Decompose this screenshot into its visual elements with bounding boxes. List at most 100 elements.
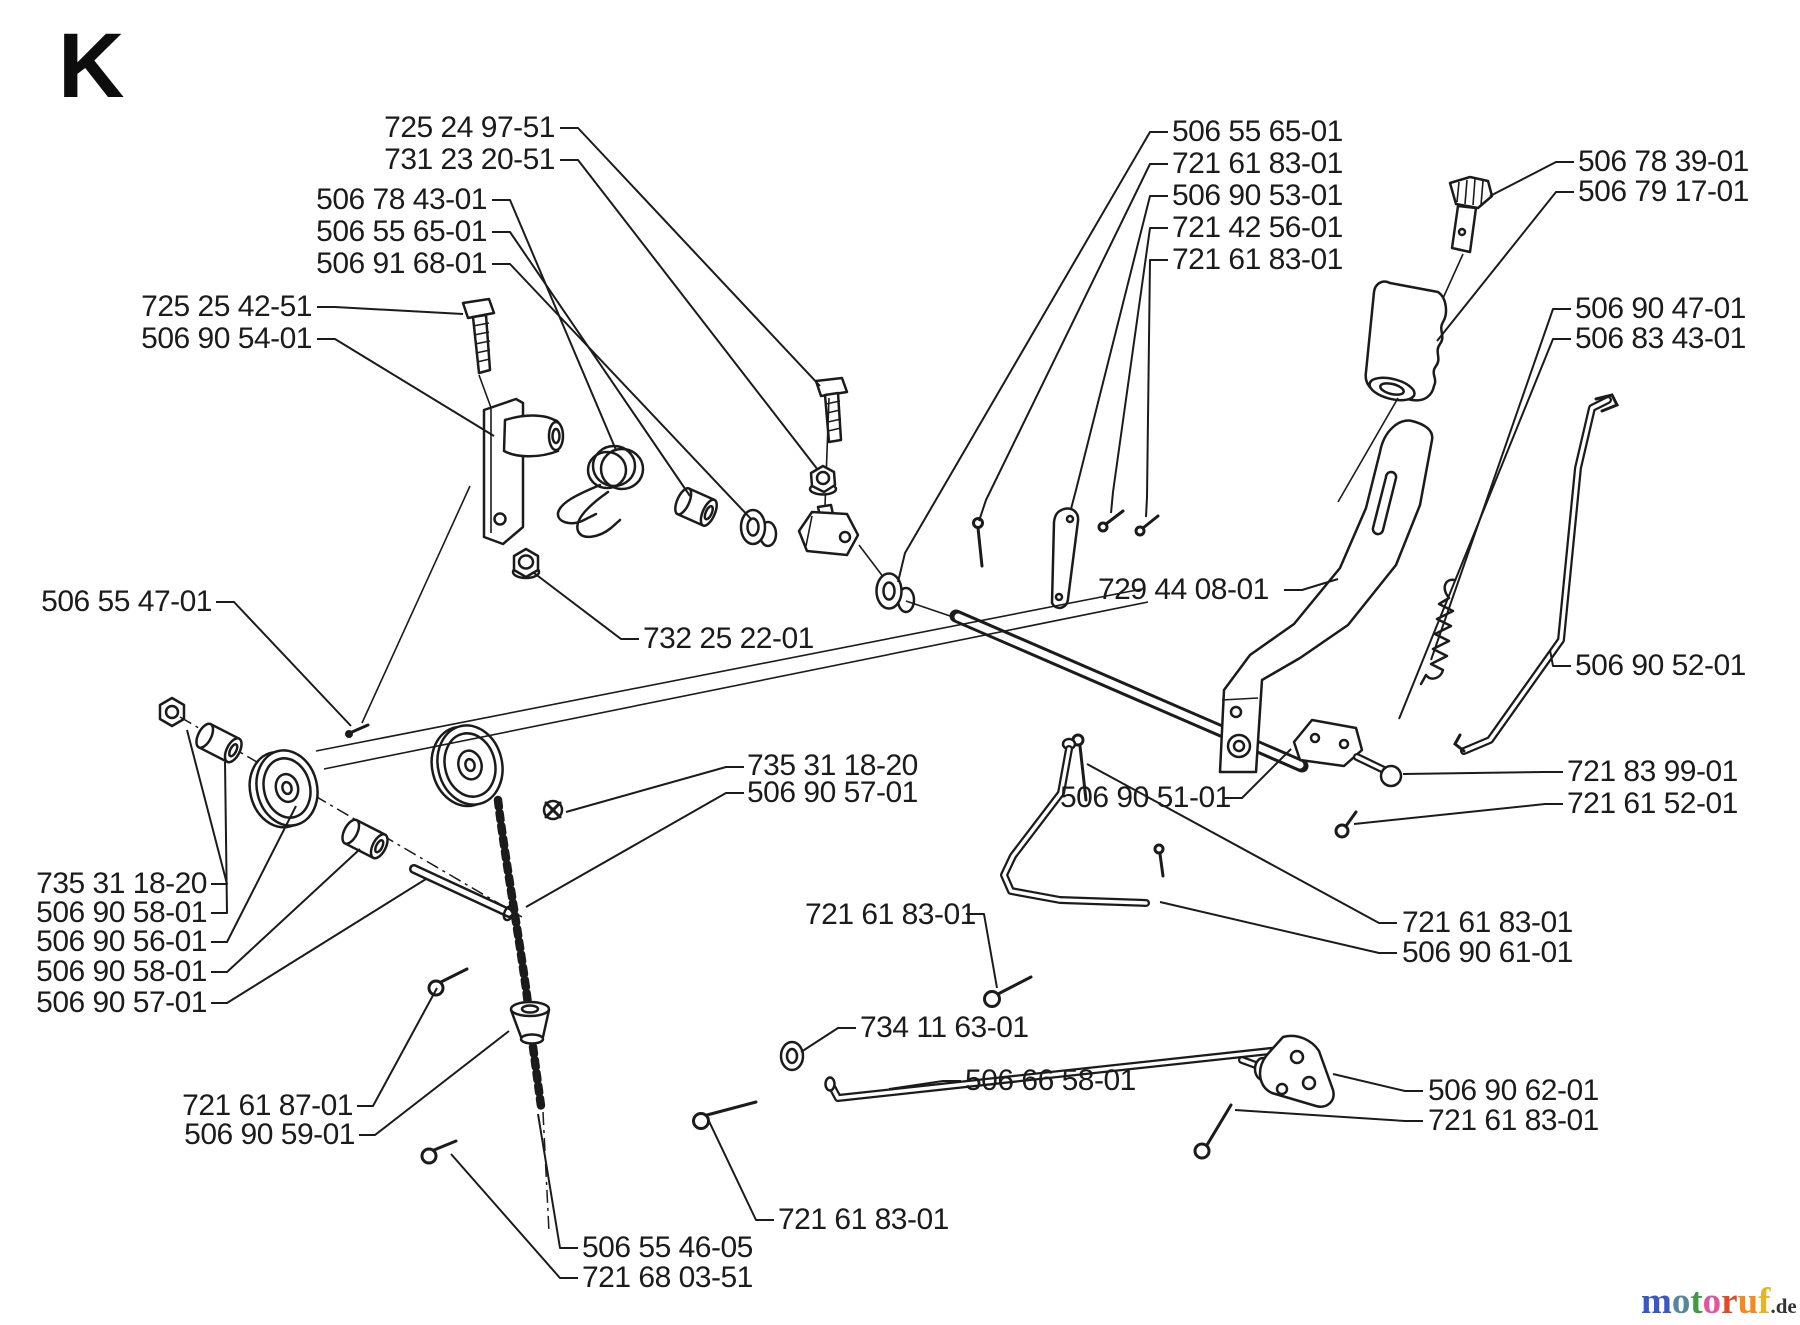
axis-line	[361, 485, 471, 724]
cotter-pin-icon	[427, 967, 469, 997]
part-label: 725 25 42-51	[141, 290, 312, 323]
part-label: 725 24 97-51	[384, 111, 555, 144]
cotter-pin-icon	[692, 1100, 758, 1130]
logo-letter: o	[1672, 1281, 1691, 1322]
part-label: 732 25 22-01	[643, 622, 814, 655]
part-label: 506 90 53-01	[1172, 179, 1343, 212]
logo-letter: u	[1738, 1281, 1759, 1322]
axis-line	[542, 1111, 550, 1233]
part-label: 734 11 63-01	[860, 1011, 1029, 1044]
part-label: 721 61 83-01	[1402, 906, 1573, 939]
flange-nut-icon	[808, 464, 838, 496]
idler-shaft-icon	[409, 864, 516, 922]
part-label: 506 55 47-01	[41, 585, 212, 618]
logo-letter: t	[1690, 1281, 1703, 1322]
mount-bracket-icon	[482, 397, 565, 546]
part-label: 506 90 59-01	[184, 1118, 355, 1151]
part-label: 506 90 57-01	[36, 986, 207, 1019]
triangle-plate-icon	[1238, 1034, 1335, 1108]
part-label: 506 90 57-01	[747, 776, 918, 809]
idler-pulley-icon	[430, 724, 504, 808]
part-label: 506 90 54-01	[141, 322, 312, 355]
section-letter: K	[58, 15, 124, 117]
cotter-pin-icon	[1334, 810, 1358, 839]
part-label: 506 55 46-05	[582, 1231, 753, 1264]
part-label: 506 55 65-01	[316, 215, 487, 248]
part-label: 506 66 58-01	[965, 1064, 1136, 1097]
part-label: 506 90 58-01	[36, 955, 207, 988]
handle-grip-icon	[1337, 280, 1448, 503]
part-label: 721 61 83-01	[1172, 147, 1343, 180]
tension-spring-icon	[1419, 578, 1457, 686]
spacer-icon	[341, 818, 389, 860]
chain-icon	[528, 1042, 546, 1111]
part-label: 731 23 20-51	[384, 143, 555, 176]
part-label: 721 61 83-01	[778, 1203, 949, 1236]
leader-lines	[186, 127, 1574, 1279]
axis-line	[179, 716, 523, 918]
cotter-pin-icon	[1193, 1103, 1233, 1160]
hex-bolt-icon	[461, 297, 498, 425]
brake-rod-icon	[1453, 393, 1620, 755]
part-label: 506 90 52-01	[1575, 649, 1746, 682]
pin-icon	[972, 517, 984, 568]
part-label: 506 79 17-01	[1578, 175, 1749, 208]
idler-pulley-icon	[248, 749, 319, 829]
cotter-pin-icon	[983, 975, 1033, 1008]
hex-bolt-icon	[814, 376, 849, 507]
part-label: 721 68 03-51	[582, 1261, 753, 1294]
part-label: 506 90 47-01	[1575, 292, 1746, 325]
chain-icon	[493, 795, 533, 1009]
pin-icon	[1097, 509, 1125, 533]
pin-icon	[1153, 843, 1165, 878]
motoruf-logo: motoruf.de	[1641, 1281, 1797, 1322]
part-label: 506 90 58-01	[36, 896, 207, 929]
torsion-spring-icon	[556, 444, 645, 539]
part-label: 729 44 08-01	[1098, 573, 1269, 606]
clevis-yoke-icon	[797, 503, 885, 579]
pin-icon	[1134, 514, 1160, 537]
part-label: 506 90 61-01	[1402, 936, 1573, 969]
washer-icon	[779, 1040, 805, 1072]
part-label: 721 83 99-01	[1567, 755, 1738, 788]
lever-foot-bracket-icon	[1292, 718, 1364, 768]
throttle-knob-icon	[1434, 175, 1494, 317]
part-label: 506 90 56-01	[36, 925, 207, 958]
part-label: 506 91 68-01	[316, 247, 487, 280]
logo-letter: o	[1703, 1281, 1722, 1322]
push-nut-clip-icon	[542, 799, 564, 821]
part-label: 721 42 56-01	[1172, 211, 1343, 244]
part-label: 506 78 39-01	[1578, 145, 1749, 178]
belt-run-lines	[315, 588, 1149, 770]
part-label: 721 61 52-01	[1567, 787, 1738, 820]
part-label: 506 90 51-01	[1060, 781, 1231, 814]
logo-letter: m	[1641, 1281, 1672, 1322]
part-label: 506 55 65-01	[1172, 115, 1343, 148]
flange-bushing-icon	[875, 572, 954, 618]
logo-suffix: .de	[1771, 1294, 1797, 1318]
logo-letter: f	[1758, 1281, 1771, 1322]
chain-cup-icon	[509, 1000, 551, 1045]
part-label: 721 61 83-01	[805, 898, 976, 931]
spacer-bushing-icon	[674, 487, 718, 527]
axle-nut-icon	[158, 696, 186, 728]
control-lever-arm-icon	[1218, 419, 1434, 774]
part-label: 735 31 18-20	[747, 749, 918, 782]
spacer-icon	[195, 722, 243, 764]
set-screw-icon	[345, 723, 370, 738]
link-strip-icon	[1050, 507, 1080, 610]
logo-letter: r	[1721, 1281, 1737, 1322]
shoulder-bolt-icon	[1353, 753, 1403, 788]
part-label: 721 61 87-01	[182, 1089, 353, 1122]
part-label: 721 61 83-01	[1428, 1104, 1599, 1137]
flange-washer-icon	[739, 508, 778, 548]
hex-nut-icon	[511, 547, 541, 580]
part-label: 735 31 18-20	[36, 867, 207, 900]
cotter-pin-icon	[420, 1139, 458, 1165]
lower-rod-icon	[824, 1045, 1293, 1102]
part-label: 506 78 43-01	[316, 183, 487, 216]
part-label: 721 61 83-01	[1172, 243, 1343, 276]
part-label: 506 90 62-01	[1428, 1074, 1599, 1107]
